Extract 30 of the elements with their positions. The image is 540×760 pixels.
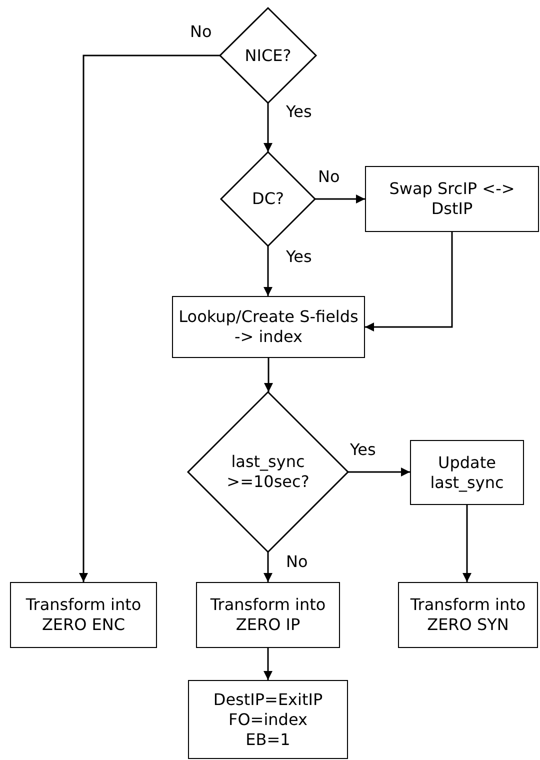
node-label: Lookup/Create S-fields -> index (178, 307, 358, 347)
process-box (398, 582, 538, 648)
arrow (264, 552, 272, 582)
arrow (365, 232, 453, 332)
arrow (348, 468, 410, 476)
node-label: Transform into ZERO SYN (409, 595, 527, 635)
arrow (264, 648, 272, 680)
arrow (264, 358, 273, 392)
arrow (79, 54, 220, 582)
arrow (315, 194, 365, 204)
node-label: NICE? (244, 46, 292, 66)
arrow (264, 246, 272, 296)
node-label: Update last_sync (429, 452, 505, 492)
decision-diamond (188, 392, 348, 552)
decision-diamond (220, 8, 316, 103)
process-box (410, 440, 524, 505)
arrow (264, 103, 272, 152)
process-box (172, 296, 365, 358)
node-label: DestIP=ExitIP FO=index EB=1 (212, 690, 324, 750)
process-box (196, 582, 340, 648)
process-box (188, 680, 348, 759)
decision-diamond (221, 152, 315, 246)
node-label: Transform into ZERO ENC (24, 595, 142, 635)
process-box (365, 166, 539, 232)
node-label: last_sync >=10sec? (226, 452, 310, 492)
node-label: DC? (252, 189, 284, 209)
process-box (10, 582, 157, 648)
node-label: Transform into ZERO IP (209, 595, 327, 635)
node-label: Swap SrcIP <-> DstIP (388, 179, 516, 219)
arrow (462, 505, 472, 582)
